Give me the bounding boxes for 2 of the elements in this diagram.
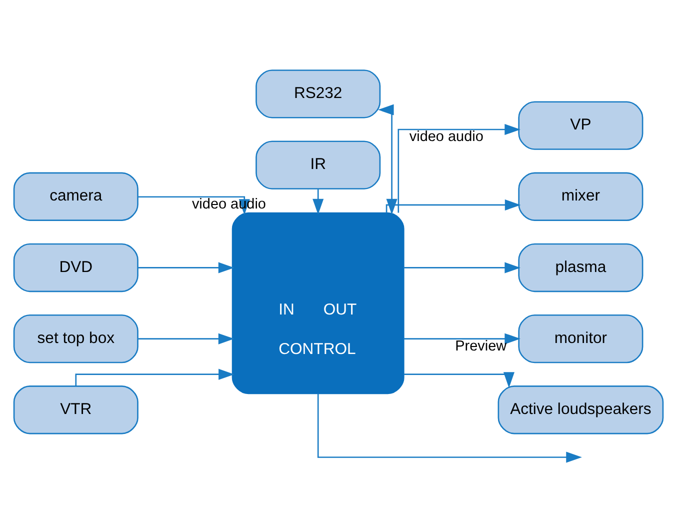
edge-label: video audio [409,129,484,146]
edge-label: Preview [455,338,507,354]
